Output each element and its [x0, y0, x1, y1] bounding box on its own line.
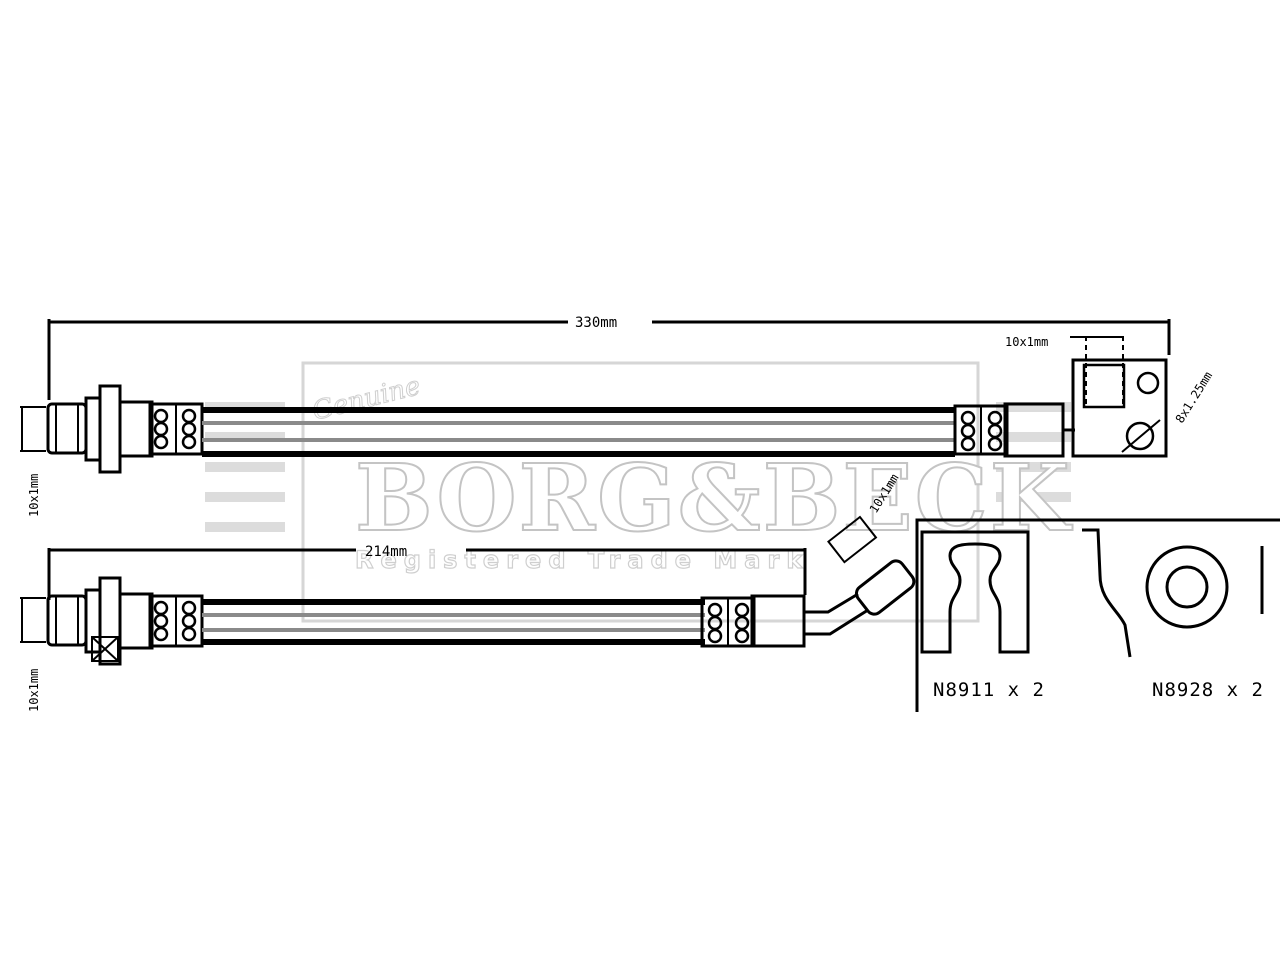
upper-hose-assembly: [20, 319, 1171, 474]
watermark: Genuine BORG&BECK Registered Trade Mark: [205, 361, 1073, 623]
clip-icon: [920, 530, 1030, 654]
upper-right-thread-dimension: [1070, 336, 1124, 405]
lower-length-dimension: [47, 548, 807, 600]
watermark-script: Genuine: [309, 371, 423, 427]
upper-right-thread-label: 10x1mm: [1005, 335, 1048, 349]
lower-right-crimp: [700, 596, 756, 648]
watermark-brand: BORG&BECK: [355, 444, 1073, 552]
upper-right-crimp: [953, 404, 1009, 456]
upper-length-label: 330mm: [575, 315, 617, 331]
spring-clip-icon: [1082, 528, 1132, 658]
washer-icon: [1145, 545, 1229, 629]
upper-hose-body: [202, 407, 955, 457]
upper-left-thread-label: 10x1mm: [27, 474, 41, 517]
lower-hose-assembly: [20, 515, 916, 666]
lower-left-thread-label: 10x1mm: [27, 669, 41, 712]
banjo-thread-label: 8x1.25mm: [1173, 369, 1216, 425]
clip-part-label: N8911 x 2: [933, 679, 1045, 701]
watermark-frame: [301, 361, 980, 623]
upper-left-fitting: [46, 384, 154, 474]
upper-left-crimp: [148, 402, 204, 456]
lower-hose-body: [202, 599, 705, 645]
lower-length-label: 214mm: [365, 544, 407, 560]
lower-square-nut: [91, 636, 119, 662]
washer-part-label: N8928 x 2: [1152, 679, 1264, 701]
lower-left-fitting: [46, 576, 154, 666]
lower-left-crimp: [148, 594, 204, 648]
lower-elbow-tube: [804, 515, 916, 636]
accessories-box: [915, 518, 1280, 712]
upper-length-dimension: [47, 319, 1171, 400]
lower-elbow-nut: [854, 559, 916, 616]
lower-elbow-dimension: [827, 515, 878, 564]
lower-left-thread-dimension: [20, 597, 46, 643]
upper-left-thread-dimension: [20, 406, 46, 452]
lower-right-ferrule: [750, 594, 806, 648]
watermark-bars-right: [996, 402, 1071, 502]
